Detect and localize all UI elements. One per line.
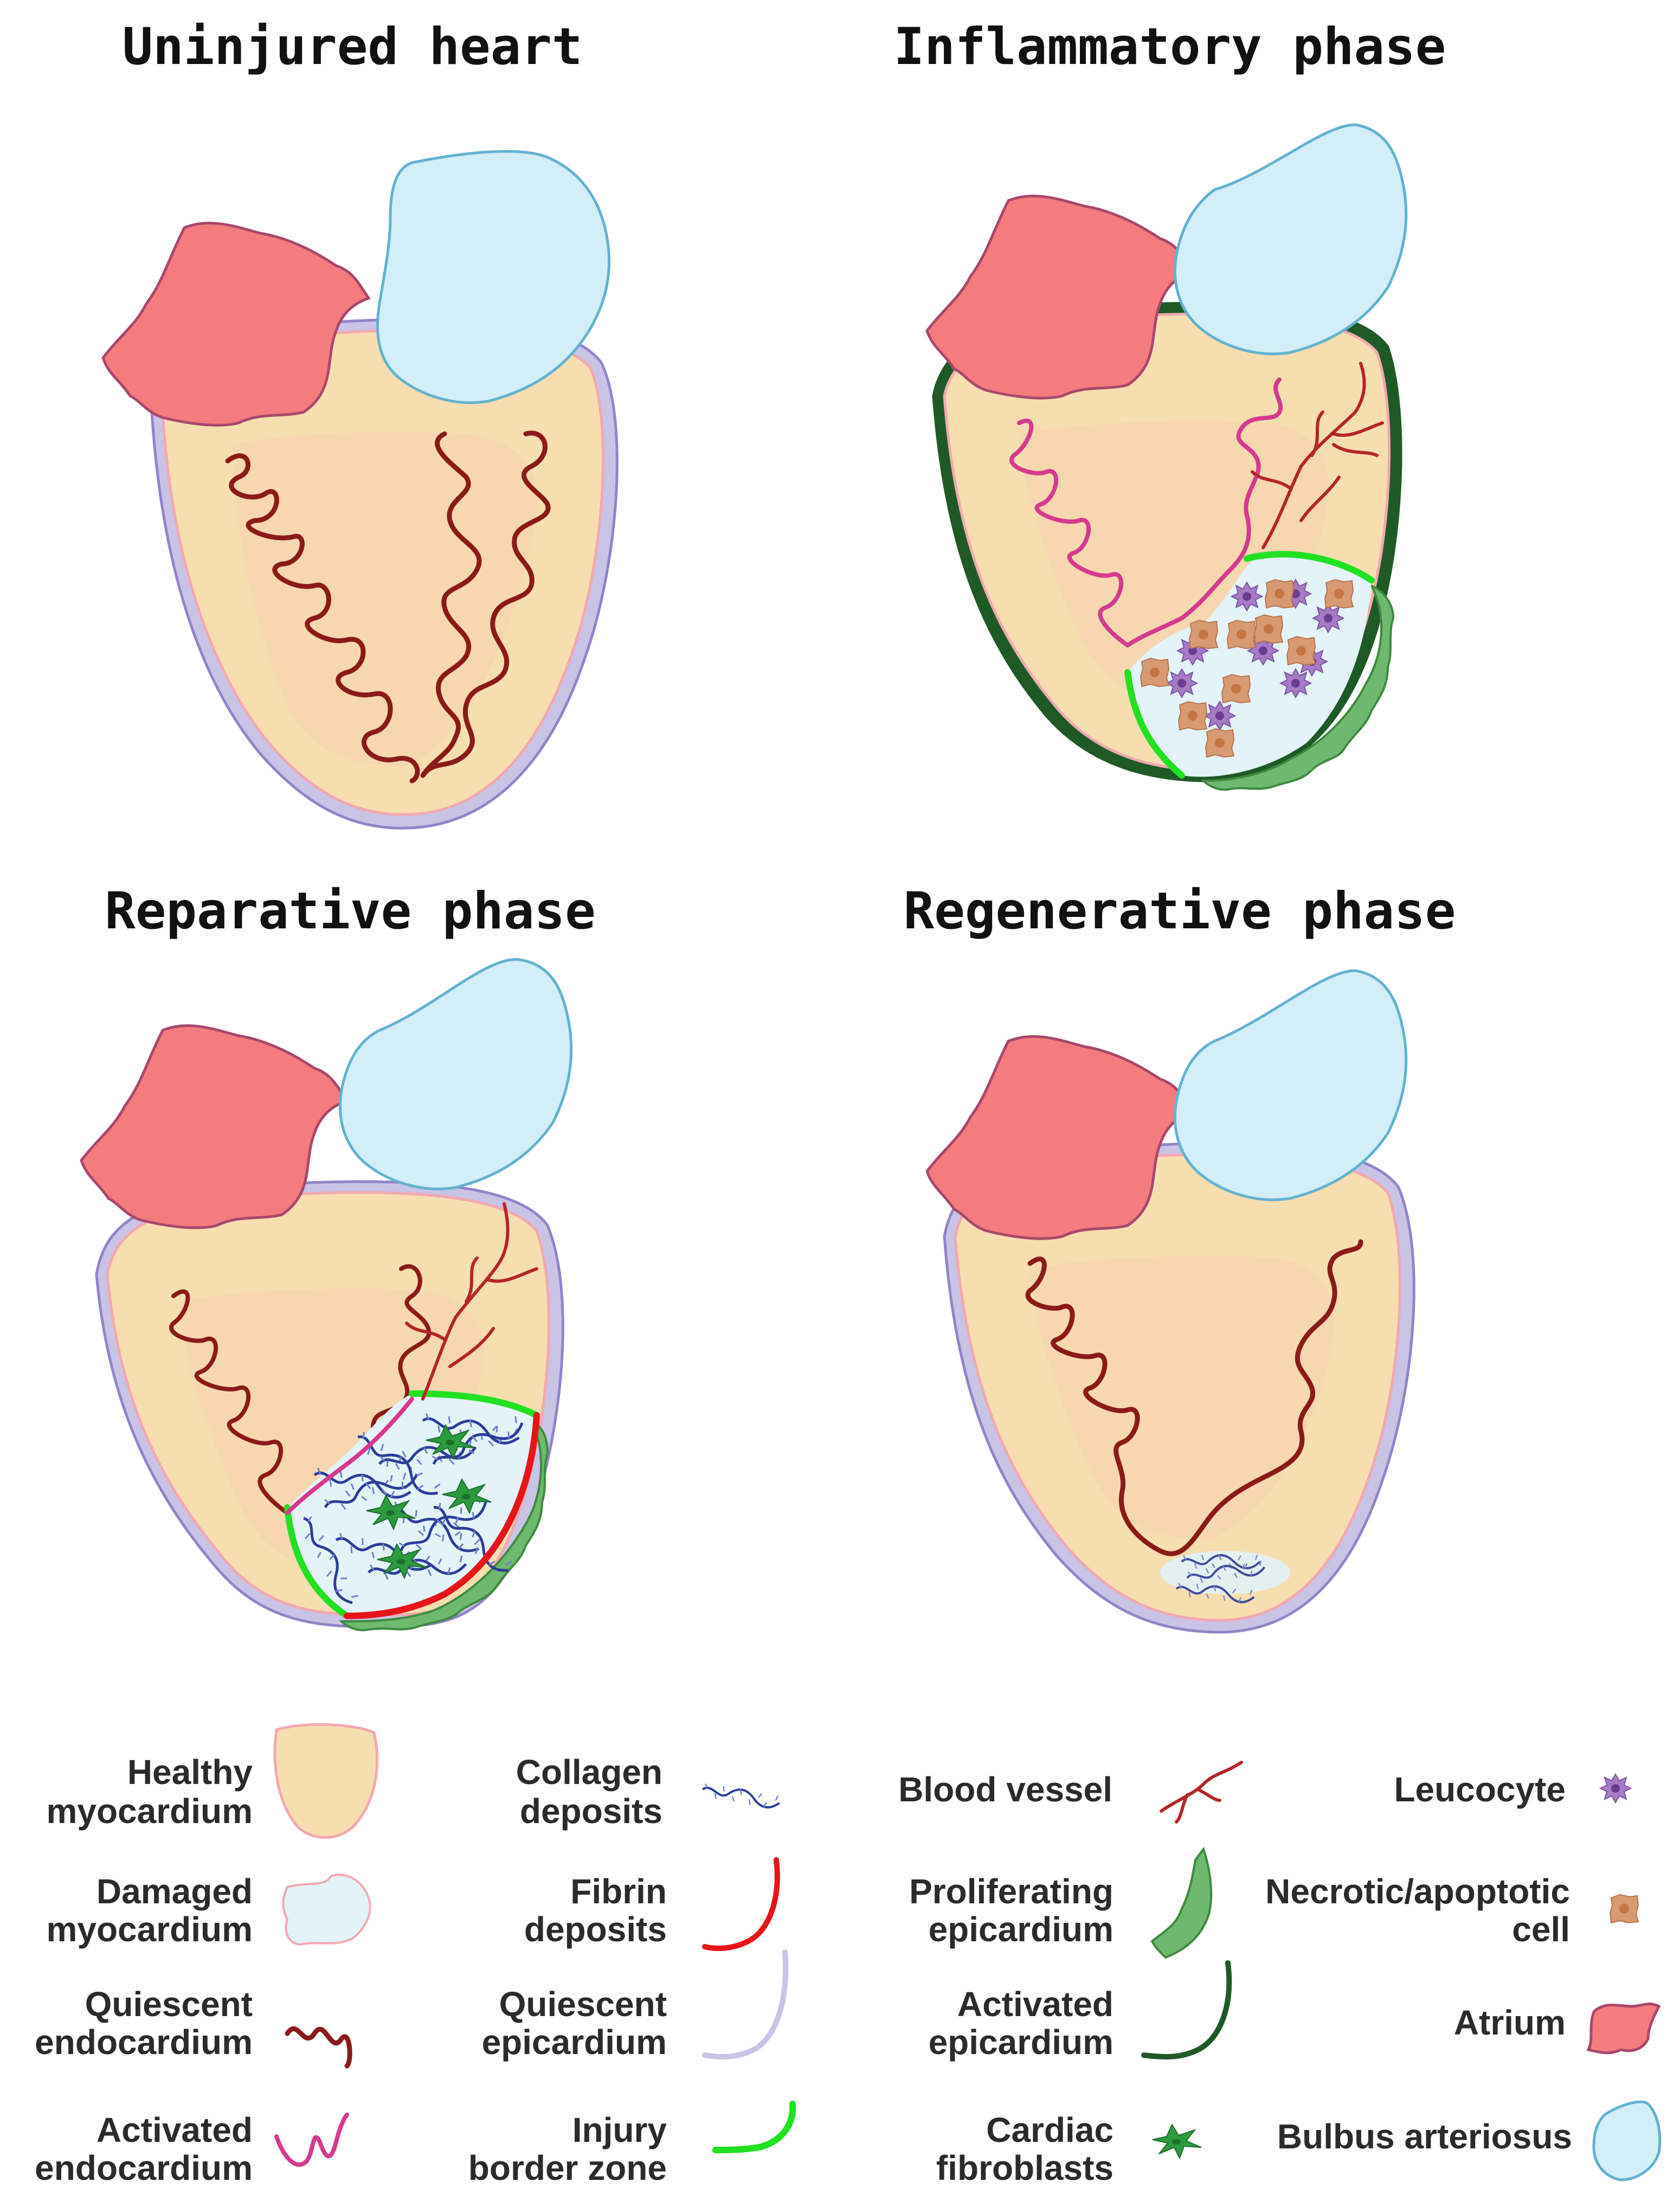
leucocyte-icon bbox=[1600, 1774, 1631, 1803]
legend-label-quiescent-endocardium-2: endocardium bbox=[35, 2023, 253, 2062]
necrotic-cell-icon bbox=[1178, 701, 1207, 730]
proliferating-epicardium bbox=[1201, 583, 1395, 791]
leucocyte-icon bbox=[1280, 669, 1311, 698]
quiescent-endocardium bbox=[1025, 1239, 1363, 1556]
heart-regenerative bbox=[925, 969, 1415, 1634]
atrium-icon bbox=[1586, 2003, 1661, 2055]
proliferating-epicardium bbox=[339, 1418, 549, 1632]
legend-label-collagen-deposits-1: Collagen bbox=[516, 1753, 662, 1792]
leucocyte-icon bbox=[1231, 582, 1263, 611]
legend-label-activated-endocardium-2: endocardium bbox=[35, 2148, 253, 2187]
necrotic-cell-icon bbox=[1189, 620, 1218, 649]
quiescent-endocardium-left bbox=[225, 453, 420, 784]
activated-epicardium-icon bbox=[1141, 1960, 1232, 2059]
heart-inflammatory bbox=[925, 123, 1408, 791]
heart-uninjured bbox=[101, 150, 619, 830]
injury-border-zone bbox=[284, 1390, 540, 1619]
fibrin-deposits bbox=[344, 1412, 540, 1619]
quiescent-endocardium-icon bbox=[285, 2026, 352, 2069]
legend-label-activated-epicardium-1: Activated bbox=[957, 1985, 1113, 2024]
leucocyte-icon bbox=[1166, 669, 1198, 698]
panel-title-uninjured: Uninjured heart bbox=[123, 17, 583, 76]
atrium bbox=[925, 1035, 1195, 1240]
quiescent-endocardium-mid bbox=[420, 431, 482, 778]
legend-label-fibrin-deposits-2: deposits bbox=[524, 1910, 667, 1949]
injury-border-zone-icon bbox=[712, 2101, 796, 2153]
bulbus-arteriosus bbox=[338, 958, 573, 1191]
inner-lumen bbox=[1030, 1256, 1335, 1540]
legend-label-fibrin-deposits-1: Fibrin bbox=[570, 1872, 667, 1911]
quiescent-epicardium-icon bbox=[702, 1949, 789, 2059]
cardiac-fibroblasts-icon bbox=[1152, 2124, 1202, 2159]
legend-label-injury-border-zone-2: border zone bbox=[468, 2148, 667, 2187]
collagen-deposits-icon bbox=[701, 1782, 781, 1809]
panel-title-reparative: Reparative phase bbox=[105, 882, 595, 941]
legend-label-leucocyte: Leucocyte bbox=[1394, 1770, 1566, 1809]
bulbus-arteriosus bbox=[376, 150, 611, 405]
legend: Healthy myocardium Damaged myocardium Qu… bbox=[35, 1723, 1662, 2187]
atrium bbox=[925, 194, 1195, 400]
bulbus-arteriosus-icon bbox=[1592, 2100, 1662, 2181]
necrotic-cell-icon bbox=[1221, 674, 1251, 703]
damaged-myocardium-icon bbox=[282, 1873, 371, 1946]
necrotic-cell-icon bbox=[1254, 614, 1283, 644]
necrotic-cell-icon bbox=[1324, 579, 1354, 608]
legend-label-bulbus-arteriosus: Bulbus arteriosus bbox=[1277, 2117, 1572, 2156]
activated-endocardium bbox=[285, 1397, 414, 1515]
legend-label-atrium: Atrium bbox=[1454, 2003, 1566, 2042]
legend-label-damaged-myocardium-1: Damaged bbox=[96, 1872, 253, 1911]
activated-endocardium bbox=[1009, 377, 1283, 647]
legend-label-activated-endocardium-1: Activated bbox=[96, 2110, 253, 2149]
bulbus-arteriosus bbox=[1173, 123, 1408, 356]
panel-title-regenerative: Regenerative phase bbox=[904, 882, 1456, 941]
legend-label-healthy-myocardium-1: Healthy bbox=[127, 1753, 253, 1792]
heart-reparative bbox=[80, 958, 573, 1632]
necrotic-cell-icon bbox=[1610, 1894, 1639, 1923]
inner-lumen bbox=[233, 432, 538, 766]
legend-label-necrotic-cell-1: Necrotic/apoptotic bbox=[1265, 1872, 1570, 1911]
collagen-deposits bbox=[1160, 1551, 1290, 1604]
fibrin-deposits-icon bbox=[702, 1857, 780, 1951]
necrotic-cell-icon bbox=[1140, 658, 1169, 687]
legend-label-cardiac-fibroblasts-2: fibroblasts bbox=[936, 2148, 1113, 2187]
legend-label-cardiac-fibroblasts-1: Cardiac bbox=[986, 2110, 1113, 2149]
blood-vessel bbox=[1251, 362, 1384, 549]
necrotic-cell-icon bbox=[1205, 728, 1234, 758]
blood-vessel bbox=[405, 1202, 538, 1401]
legend-label-activated-epicardium-2: epicardium bbox=[929, 2023, 1113, 2062]
atrium bbox=[80, 1024, 349, 1229]
panel-title-inflammatory: Inflammatory phase bbox=[894, 17, 1446, 76]
legend-label-damaged-myocardium-2: myocardium bbox=[46, 1910, 253, 1949]
necrotic-cell-icon bbox=[1227, 620, 1256, 649]
leucocyte-icon bbox=[1204, 701, 1235, 730]
atrium bbox=[101, 221, 371, 427]
legend-label-quiescent-epicardium-1: Quiescent bbox=[499, 1985, 667, 2024]
blood-vessel-icon bbox=[1160, 1761, 1243, 1824]
legend-label-healthy-myocardium-2: myocardium bbox=[46, 1792, 253, 1831]
healthy-myocardium-icon bbox=[273, 1723, 379, 1839]
legend-label-collagen-deposits-2: deposits bbox=[520, 1792, 662, 1831]
bulbus-arteriosus bbox=[1173, 969, 1408, 1202]
leucocyte-icon bbox=[1312, 604, 1344, 633]
necrotic-cell-icon bbox=[1286, 636, 1316, 665]
proliferating-epicardium-icon bbox=[1150, 1846, 1213, 1959]
injury-border-zone bbox=[1124, 551, 1375, 779]
legend-label-blood-vessel: Blood vessel bbox=[898, 1770, 1112, 1809]
legend-label-necrotic-cell-2: cell bbox=[1512, 1910, 1570, 1949]
legend-label-quiescent-epicardium-2: epicardium bbox=[482, 2023, 667, 2062]
legend-label-proliferating-epicardium-2: epicardium bbox=[929, 1910, 1113, 1949]
legend-label-quiescent-endocardium-1: Quiescent bbox=[85, 1985, 253, 2024]
quiescent-endocardium-right bbox=[420, 431, 551, 778]
necrotic-cell-icon bbox=[1265, 579, 1294, 608]
legend-label-injury-border-zone-1: Injury bbox=[572, 2110, 667, 2149]
legend-label-proliferating-epicardium-1: Proliferating bbox=[909, 1872, 1113, 1911]
activated-endocardium-icon bbox=[274, 2113, 349, 2167]
